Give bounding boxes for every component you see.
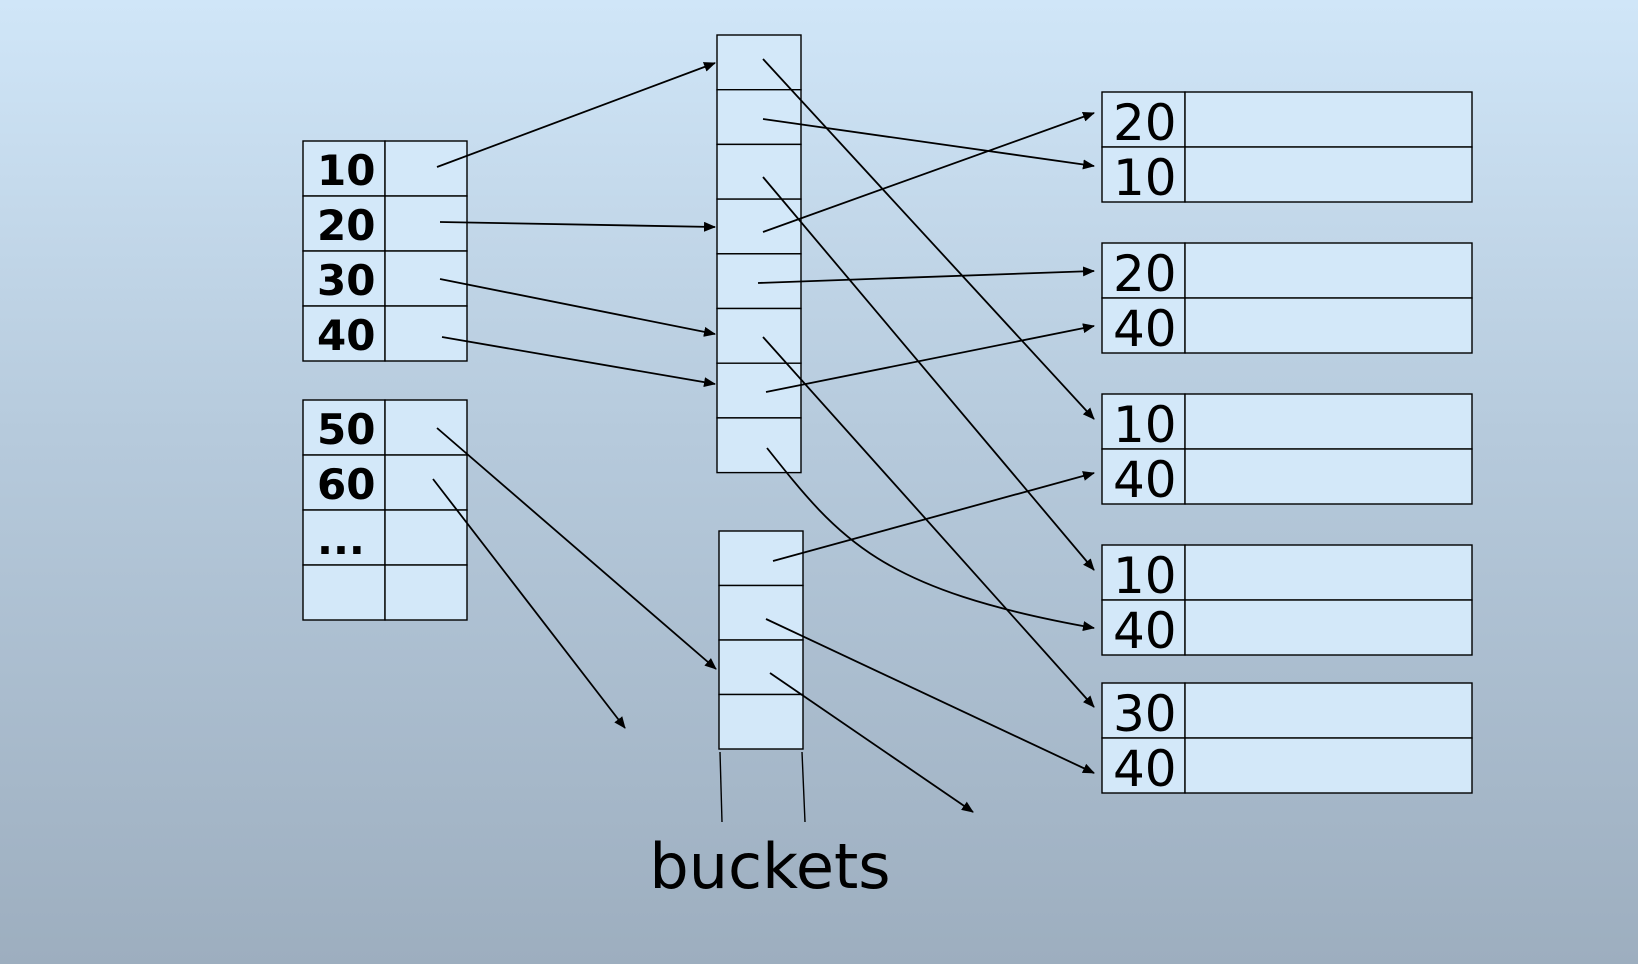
index-pointer-cell <box>384 399 468 456</box>
index-pointer-cell <box>384 195 468 252</box>
record-key-label: 40 <box>1113 300 1177 358</box>
record-body-cell <box>1184 682 1473 739</box>
record-key-cell <box>1101 242 1186 299</box>
index-block: 50 60... <box>302 399 468 621</box>
bucket-continuation-line <box>719 751 723 823</box>
index-key-label: ... <box>317 515 365 564</box>
pointer-arrow <box>765 618 1095 774</box>
bucket-continuation-line <box>801 751 806 823</box>
pointer-arrow <box>772 471 1095 562</box>
index-pointer-cell <box>384 564 468 621</box>
record-body-cell <box>1184 91 1473 148</box>
record-key-cell <box>1101 544 1186 601</box>
bucket-slot <box>716 417 802 474</box>
bucket-slot <box>718 530 804 587</box>
pointer-arrow <box>757 266 1095 284</box>
record-body-cell <box>1184 393 1473 450</box>
index-key-cell <box>302 195 386 252</box>
pointer-arrow <box>441 336 716 388</box>
pointer-arrow <box>439 278 716 337</box>
record-body-cell <box>1184 146 1473 203</box>
pointer-arrow <box>769 672 974 813</box>
index-pointer-cell <box>384 140 468 197</box>
pointer-arrow <box>762 336 1095 708</box>
index-key-label: 60 <box>317 460 375 509</box>
record-key-label: 40 <box>1113 740 1177 798</box>
record-key-cell <box>1101 91 1186 148</box>
index-key-label: 30 <box>317 256 375 305</box>
record-body-cell <box>1184 448 1473 505</box>
record-body-cell <box>1184 242 1473 299</box>
record-body-cell <box>1184 599 1473 656</box>
index-key-cell <box>302 250 386 307</box>
record-key-label: 40 <box>1113 451 1177 509</box>
pointer-arrow <box>762 118 1095 170</box>
index-key-label: 50 <box>317 405 375 454</box>
record-body-cell <box>1184 297 1473 354</box>
index-key-label: 40 <box>317 311 375 360</box>
record-key-label: 10 <box>1113 396 1177 454</box>
record-key-cell <box>1101 297 1186 354</box>
record-key-cell <box>1101 737 1186 794</box>
pointer-arrow <box>436 62 716 168</box>
index-block: 10 20 30 40 <box>302 140 468 362</box>
bucket-slot <box>716 34 802 91</box>
record-key-cell <box>1101 682 1186 739</box>
bucket-slot <box>716 143 802 200</box>
index-pointer-cell <box>384 250 468 307</box>
index-key-label: 20 <box>317 201 375 250</box>
bucket-slot <box>718 693 804 750</box>
record-key-label: 10 <box>1113 547 1177 605</box>
record-key-cell <box>1101 448 1186 505</box>
record-key-cell <box>1101 599 1186 656</box>
pointer-arrow <box>762 58 1095 420</box>
pointer-arrow <box>765 323 1095 393</box>
record-body-cell <box>1184 544 1473 601</box>
pointer-arrow <box>766 447 1095 631</box>
buckets-label: buckets <box>649 830 891 903</box>
pointer-arrow <box>436 427 717 670</box>
pointer-arrow <box>432 478 626 729</box>
index-key-cell <box>302 564 386 621</box>
bucket-slot <box>716 88 802 146</box>
bucket-slot <box>716 307 802 364</box>
bucket-slot <box>718 584 804 641</box>
bucket-block <box>718 530 804 750</box>
record-key-label: 40 <box>1113 602 1177 660</box>
record-key-label: 10 <box>1113 149 1177 207</box>
bucket-slot <box>716 198 802 255</box>
pointer-arrow <box>762 112 1095 233</box>
record-key-cell <box>1101 146 1186 203</box>
index-key-label: 10 <box>317 146 375 195</box>
bucket-slot <box>716 362 802 419</box>
pointer-arrow <box>439 221 716 232</box>
index-pointer-cell <box>384 509 468 566</box>
index-pointer-cell <box>384 454 468 511</box>
record-key-label: 20 <box>1113 94 1177 152</box>
pointer-arrow <box>762 176 1095 571</box>
record-key-label: 30 <box>1113 685 1177 743</box>
record-body-cell <box>1184 737 1473 794</box>
index-key-cell <box>302 140 386 197</box>
index-pointer-cell <box>384 305 468 362</box>
bucket-block <box>716 34 802 474</box>
record-key-label: 20 <box>1113 245 1177 303</box>
